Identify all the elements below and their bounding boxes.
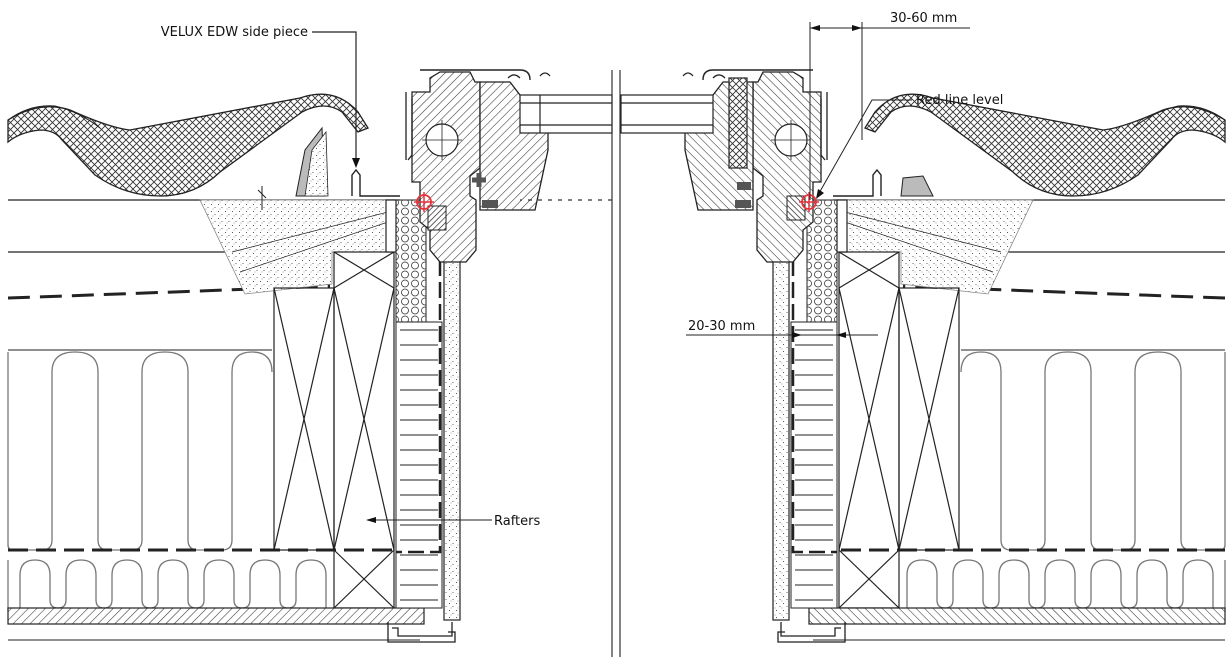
left-roof-tile: [7, 93, 369, 197]
dim-20-30-label: 20-30 mm: [688, 319, 755, 334]
red-line-label: Red line level: [916, 93, 1003, 108]
left-insulation-loops: [7, 351, 327, 610]
left-insulation-wedge: [199, 199, 389, 295]
left-glazing: [519, 94, 613, 134]
dim-20-30: 20-30 mm: [686, 319, 878, 338]
dim-30-60: 30-60 mm: [809, 11, 970, 200]
left-roof-section: [7, 69, 613, 643]
side-piece-label: VELUX EDW side piece: [161, 25, 308, 40]
dim-30-60-label: 30-60 mm: [890, 11, 957, 26]
left-rafter: [273, 251, 395, 609]
left-red-line-marker: [414, 192, 434, 212]
side-piece-callout: VELUX EDW side piece: [161, 25, 360, 168]
left-ceiling-board: [7, 607, 425, 625]
rafters-label: Rafters: [494, 514, 541, 529]
right-roof-section: [620, 69, 1226, 643]
rafters-callout: Rafters: [366, 514, 541, 529]
red-line-callout: Red line level: [816, 93, 1003, 199]
center-break-lines: [520, 70, 621, 657]
